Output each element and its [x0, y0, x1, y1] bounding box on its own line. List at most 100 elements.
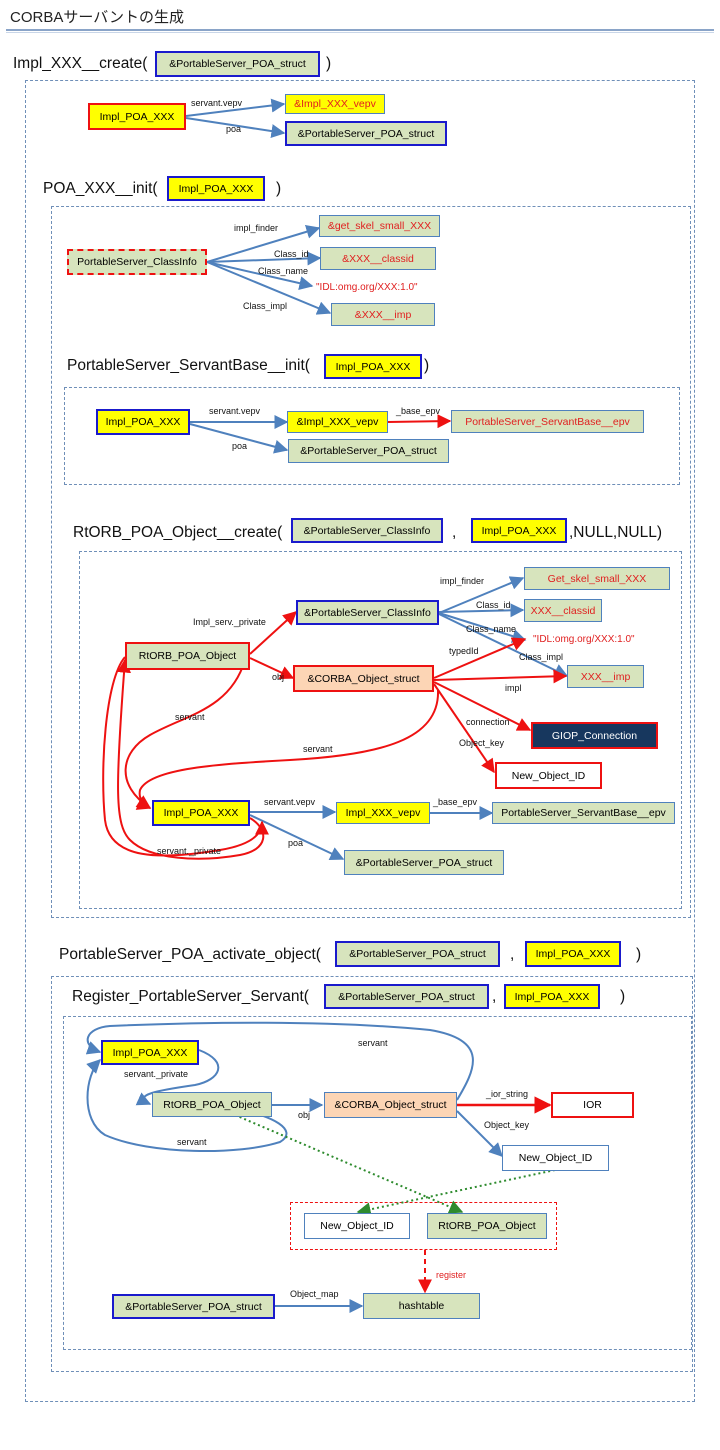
servantbase-init-frame: [64, 387, 680, 485]
edge-impl-finder: [438, 576, 525, 614]
corba-object-struct-box: &CORBA_Object_struct: [324, 1092, 457, 1118]
func-poa-init-suffix: ): [276, 180, 282, 197]
poa-struct-box: &PortableServer_POA_struct: [285, 121, 447, 146]
edge-servant-vepv: [185, 98, 286, 117]
edge-servant-outer: [102, 656, 269, 857]
impl-poa-xxx-box: Impl_POA_XXX: [88, 103, 186, 130]
impl-poa-xxx-box: Impl_POA_XXX: [101, 1040, 199, 1065]
edge-poa: [185, 117, 286, 139]
new-object-id-box: New_Object_ID: [495, 762, 602, 789]
classinfo-box: &PortableServer_ClassInfo: [296, 600, 439, 625]
func-poa-init-prefix: POA_XXX__init(: [43, 180, 158, 197]
label-base-epv: _base_epv: [396, 406, 441, 416]
poa-struct-box: &PortableServer_POA_struct: [112, 1294, 275, 1319]
init-scope-frame: [51, 206, 691, 918]
func-rt-prefix: RtORB_POA_Object__create(: [73, 524, 283, 541]
func-activate-prefix: PortableServer_POA_activate_object(: [59, 946, 321, 963]
edge-impl-serv-private: [249, 611, 298, 655]
label-poa: poa: [226, 124, 242, 134]
edge-obj: [249, 657, 295, 680]
label-obj: obj: [272, 672, 285, 682]
label-typedid: typedId: [449, 646, 479, 656]
edge-servant-bottom: [86, 1059, 288, 1152]
edge-class-name: [438, 612, 527, 643]
func-sbinit-suffix: ): [424, 357, 430, 374]
edge-class-impl: [206, 261, 332, 315]
func-impl-create-arg: &PortableServer_POA_struct: [155, 51, 320, 77]
func-sbinit-prefix: PortableServer_ServantBase__init(: [67, 357, 310, 374]
imp-box: XXX__imp: [567, 665, 644, 688]
func-activate-comma: ,: [510, 946, 515, 963]
impl-xxx-vepv-box: &Impl_XXX_vepv: [287, 411, 388, 433]
edge-newid-to-registry: [356, 1169, 556, 1217]
servantbase-epv-box: PortableServer_ServantBase__epv: [492, 802, 675, 824]
func-activate-suffix: ): [636, 946, 642, 963]
label-base-epv: _base_epv: [433, 797, 478, 807]
label-register: register: [436, 1270, 467, 1280]
func-impl-create-suffix: ): [326, 55, 332, 72]
func-register-arg2: Impl_POA_XXX: [504, 984, 600, 1009]
new-object-id-box: New_Object_ID: [502, 1145, 609, 1171]
edge-poa: [189, 423, 289, 454]
edge-servant-inner: [124, 659, 246, 809]
func-register-prefix: Register_PortableServer_Servant(: [72, 988, 309, 1005]
label-class-name: Class_name: [258, 266, 309, 276]
edge-class-id: [206, 251, 322, 266]
func-rt-comma: ,: [452, 524, 457, 541]
func-register-suffix: ): [620, 988, 626, 1005]
label-object-map: Object_map: [290, 1289, 339, 1299]
label-class-id: Class_id: [476, 600, 511, 610]
activate-scope-frame: [51, 976, 693, 1372]
label-connection: connection: [466, 717, 510, 727]
func-rt-arg2: Impl_POA_XXX: [471, 518, 567, 543]
classinfo-box: PortableServer_ClassInfo: [67, 249, 207, 275]
rtorb-poa-object-box: RtORB_POA_Object: [125, 642, 250, 670]
label-servant-private: servant._private: [157, 846, 222, 856]
func-register-arg1: &PortableServer_POA_struct: [324, 984, 489, 1009]
impl-poa-xxx-box: Impl_POA_XXX: [152, 800, 250, 826]
label-servant: servant: [303, 744, 333, 754]
label-impl-finder: impl_finder: [440, 576, 485, 586]
edge-class-id: [438, 603, 525, 618]
func-activate-arg1: &PortableServer_POA_struct: [335, 941, 500, 967]
rtorb-create-frame: [79, 551, 682, 909]
hashtable-box: hashtable: [363, 1293, 480, 1319]
corba-object-struct-box: &CORBA_Object_struct: [293, 665, 434, 692]
rtorb-poa-object-box: RtORB_POA_Object: [152, 1092, 272, 1117]
label-impl: impl: [505, 683, 522, 693]
label-servant-private: servant._private: [124, 1069, 189, 1079]
label-obj: obj: [298, 1110, 311, 1120]
create-scope-frame: [25, 80, 695, 1402]
func-activate-arg2: Impl_POA_XXX: [525, 941, 621, 967]
edge-typedid: [433, 637, 527, 679]
label-servant-vepv: servant.vepv: [191, 98, 243, 108]
edge-connection: [433, 681, 532, 731]
edge-class-name: [206, 261, 314, 291]
label-servant: servant: [358, 1038, 388, 1048]
ior-box: IOR: [551, 1092, 634, 1118]
servantbase-epv-box: PortableServer_ServantBase__epv: [451, 410, 644, 433]
edge-rtorb-to-registry: [234, 1114, 464, 1214]
registry-group-frame: [290, 1202, 557, 1250]
label-servant-vepv: servant.vepv: [264, 797, 316, 807]
edge-impl-finder: [206, 224, 321, 263]
func-impl-create-prefix: Impl_XXX__create(: [13, 55, 148, 72]
func-rt-suffix: ,NULL,NULL): [569, 524, 663, 541]
label-impl-serv-private: Impl_serv._private: [193, 617, 266, 627]
title-underline-shadow: [6, 32, 714, 33]
edge-class-impl: [438, 613, 569, 677]
edge-object-key: [433, 683, 495, 774]
edge-servant-corba: [135, 689, 440, 810]
label-impl-finder: impl_finder: [234, 223, 279, 233]
registry-rtorb-poa-object-box: RtORB_POA_Object: [427, 1213, 547, 1239]
classid-box: &XXX__classid: [320, 247, 436, 270]
label-servant-vepv: servant.vepv: [209, 406, 261, 416]
impl-xxx-vepv-box: &Impl_XXX_vepv: [285, 94, 385, 114]
label-class-id: Class_id: [274, 249, 309, 259]
edge-servant-private: [135, 1049, 220, 1106]
label-ior-string: _ior_string: [486, 1089, 529, 1099]
edge-servant-top: [85, 1021, 474, 1101]
func-rt-arg1: &PortableServer_ClassInfo: [291, 518, 443, 543]
func-register-comma: ,: [492, 988, 497, 1005]
